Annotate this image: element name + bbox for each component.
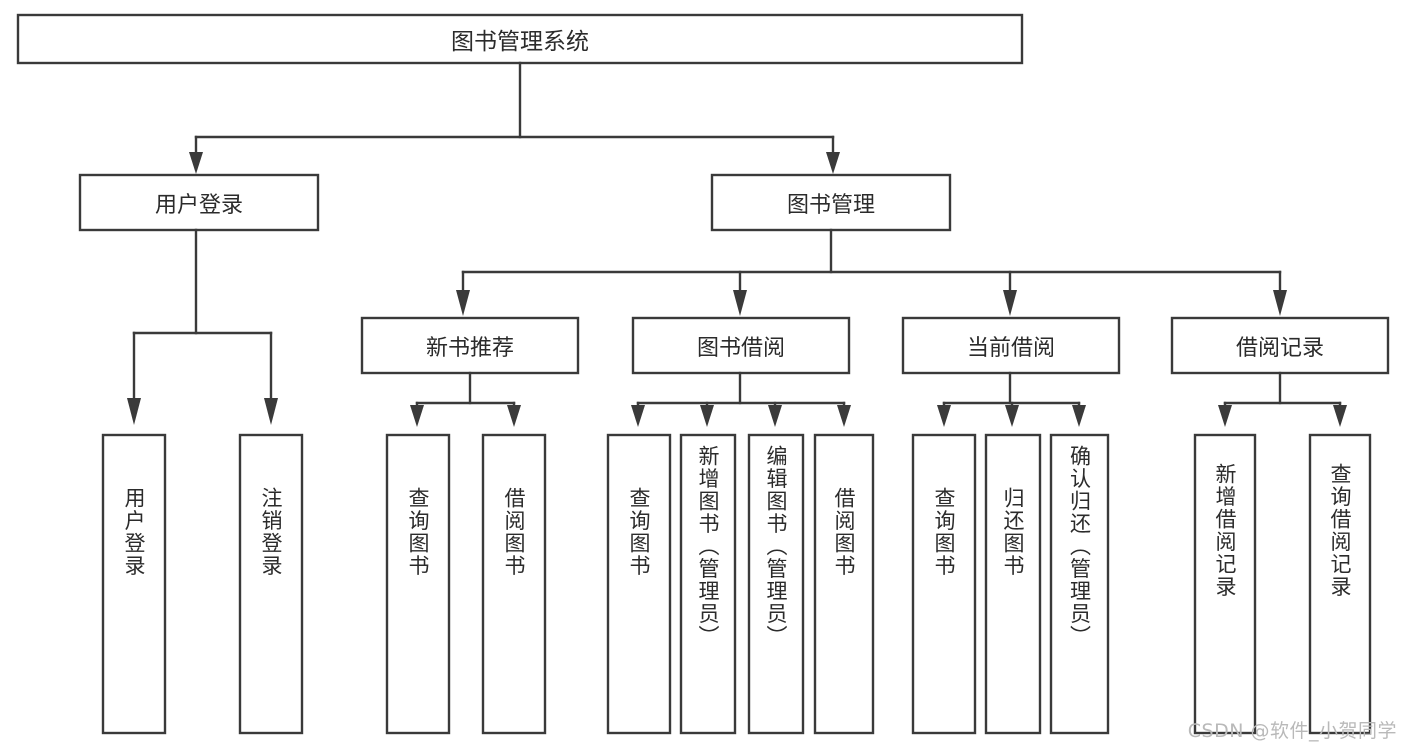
arrow-current-borrow-leaf-1	[937, 405, 951, 427]
node-leaf-query-book-3[interactable]	[911, 433, 977, 735]
arrow-book-manage-to-book-borrow	[733, 290, 747, 316]
arrow-book-manage-to-new-book	[456, 290, 470, 316]
node-leaf-add-book[interactable]	[679, 433, 737, 735]
arrow-book-borrow-leaf-2	[700, 405, 714, 427]
arrow-book-borrow-leaf-4	[837, 405, 851, 427]
node-new-book-recommend[interactable]	[360, 316, 580, 375]
node-leaf-query-record[interactable]	[1308, 433, 1372, 735]
node-leaf-edit-book[interactable]	[747, 433, 805, 735]
node-leaf-borrow-book-1[interactable]	[481, 433, 547, 735]
node-leaf-logout-login[interactable]	[238, 433, 304, 735]
node-user-login[interactable]	[78, 173, 320, 232]
arrow-book-manage-to-current-borrow	[1003, 290, 1017, 316]
arrow-root-to-user-login	[189, 152, 203, 174]
arrow-new-book-leaf-2	[507, 405, 521, 427]
node-book-borrow[interactable]	[631, 316, 851, 375]
node-root[interactable]	[16, 13, 1024, 65]
arrow-book-borrow-leaf-3	[768, 405, 782, 427]
node-leaf-query-book-2[interactable]	[606, 433, 672, 735]
node-current-borrow[interactable]	[901, 316, 1121, 375]
arrow-current-borrow-leaf-2	[1005, 405, 1019, 427]
arrow-user-login-leaf-2	[264, 398, 278, 425]
arrow-book-borrow-leaf-1	[631, 405, 645, 427]
node-leaf-query-book-1[interactable]	[385, 433, 451, 735]
arrow-root-to-book-manage	[826, 152, 840, 174]
node-leaf-return-book[interactable]	[984, 433, 1042, 735]
node-leaf-user-login[interactable]	[101, 433, 167, 735]
node-leaf-borrow-book-2[interactable]	[813, 433, 875, 735]
csdn-watermark: CSDN @软件_小贺同学	[1187, 720, 1397, 742]
arrow-user-login-leaf-1	[127, 398, 141, 425]
node-borrow-record[interactable]	[1170, 316, 1390, 375]
node-book-manage[interactable]	[710, 173, 952, 232]
node-leaf-confirm-return[interactable]	[1049, 433, 1110, 735]
arrow-new-book-leaf-1	[410, 405, 424, 427]
node-leaf-add-record[interactable]	[1193, 433, 1257, 735]
arrow-borrow-record-leaf-1	[1218, 405, 1232, 427]
arrow-book-manage-to-borrow-record	[1273, 290, 1287, 316]
arrow-current-borrow-leaf-3	[1072, 405, 1086, 427]
arrow-borrow-record-leaf-2	[1333, 405, 1347, 427]
